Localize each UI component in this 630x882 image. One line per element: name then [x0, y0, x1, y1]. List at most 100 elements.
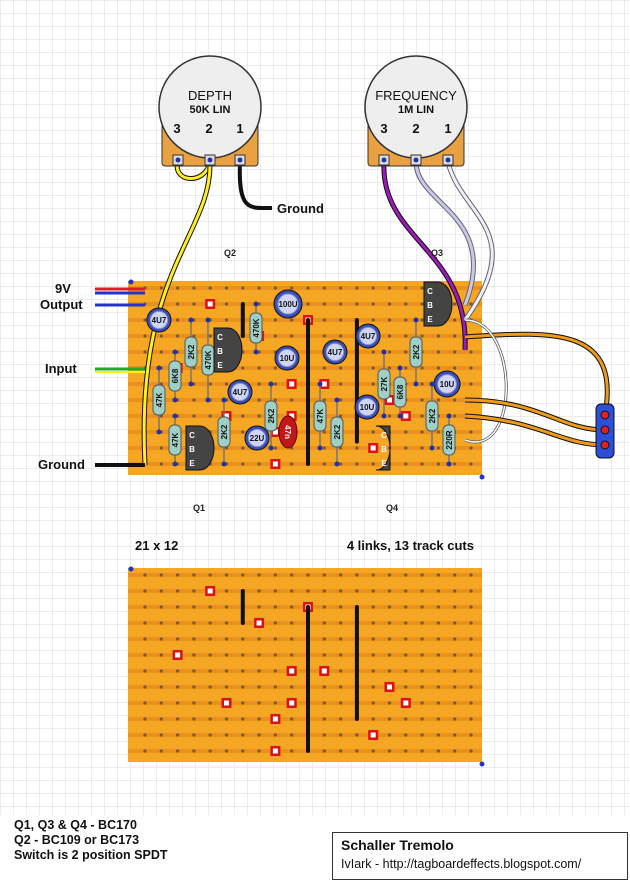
- resistor-label: 47K: [171, 432, 180, 447]
- track-cut-center: [207, 588, 213, 594]
- board-hole: [339, 605, 343, 609]
- wire-depth-ground: [237, 161, 273, 211]
- board-hole: [257, 286, 261, 290]
- board-hole: [241, 749, 245, 753]
- board-hole: [420, 334, 424, 338]
- board-hole: [387, 366, 392, 370]
- pot-depth: DEPTH 50K LIN 3 2 1: [158, 55, 262, 167]
- board-hole: [371, 621, 375, 625]
- board-hole: [436, 430, 440, 434]
- board-stats: 4 links, 13 track cuts: [347, 538, 474, 553]
- board-hole: [176, 573, 180, 577]
- board-hole: [273, 669, 277, 673]
- board-hole: [273, 398, 277, 402]
- board-hole: [371, 717, 375, 721]
- transistor-body: [213, 327, 243, 373]
- board-hole: [371, 685, 375, 689]
- board-hole: [241, 669, 245, 673]
- board-hole: [208, 382, 212, 386]
- board-hole: [273, 653, 277, 657]
- board-hole: [436, 701, 440, 705]
- board-hole: [290, 637, 294, 641]
- board-hole: [159, 653, 163, 657]
- board-hole: [355, 302, 359, 306]
- board-hole: [355, 462, 359, 466]
- board-hole: [404, 334, 408, 338]
- board-hole: [404, 302, 408, 306]
- solder-point: [172, 461, 178, 467]
- board-hole: [339, 573, 343, 577]
- board-hole: [453, 366, 457, 370]
- board-hole: [143, 334, 147, 338]
- board-hole: [192, 701, 196, 705]
- board-hole: [273, 637, 277, 641]
- board-hole: [241, 430, 245, 434]
- board-hole: [469, 382, 473, 386]
- label-q2: Q2: [224, 248, 236, 258]
- board-hole: [273, 605, 277, 609]
- solder-point: [188, 317, 194, 323]
- board-hole: [241, 653, 245, 657]
- pot-frequency-pin2: 2: [412, 121, 419, 136]
- board-hole: [469, 637, 473, 641]
- board-hole: [436, 605, 440, 609]
- board-hole: [469, 350, 473, 354]
- board-hole: [387, 286, 392, 290]
- solder-point: [221, 461, 227, 467]
- track-cut-center: [370, 445, 376, 451]
- board-hole: [387, 717, 392, 721]
- board-hole: [371, 430, 375, 434]
- resistor-label: 27K: [380, 376, 389, 391]
- board-hole: [453, 733, 457, 737]
- solder-point: [205, 397, 211, 403]
- copper-track: [128, 701, 482, 705]
- board-hole: [143, 685, 147, 689]
- board-hole: [208, 621, 212, 625]
- board-hole: [371, 366, 375, 370]
- pot-frequency: FREQUENCY 1M LIN 3 2 1: [364, 55, 468, 167]
- solder-point: [334, 461, 340, 467]
- solder-point: [205, 317, 211, 323]
- board-hole: [192, 717, 196, 721]
- resistor-label: 2K2: [267, 408, 276, 423]
- board-hole: [371, 749, 375, 753]
- board-hole: [453, 350, 457, 354]
- board-hole: [306, 573, 310, 577]
- label-input: Input: [45, 361, 77, 376]
- board-hole: [176, 701, 180, 705]
- resistor-6k8: [393, 376, 407, 408]
- board-hole: [387, 334, 392, 338]
- board-hole: [143, 350, 147, 354]
- capacitor-top: [437, 374, 457, 394]
- capacitor-47n: [278, 415, 298, 449]
- board-hole: [143, 701, 147, 705]
- board-hole: [436, 717, 440, 721]
- transistor: CBE: [423, 281, 453, 327]
- board-hole: [322, 573, 326, 577]
- board-hole: [176, 621, 180, 625]
- solder-point: [381, 413, 387, 419]
- capacitor-label: 4U7: [152, 316, 167, 325]
- board-hole: [290, 653, 294, 657]
- board-hole: [208, 286, 212, 290]
- board-hole: [469, 701, 473, 705]
- board-hole: [355, 446, 359, 450]
- board-hole: [420, 318, 424, 322]
- copper-track: [128, 350, 482, 354]
- resistor-2k2: [425, 400, 439, 432]
- board-hole: [420, 669, 424, 673]
- board-hole: [290, 398, 294, 402]
- board-hole: [159, 621, 163, 625]
- resistor-label: 2K2: [412, 344, 421, 359]
- board-hole: [208, 573, 212, 577]
- board-hole: [404, 366, 408, 370]
- board-hole: [420, 701, 424, 705]
- board-hole: [208, 717, 212, 721]
- copper-track: [128, 414, 482, 418]
- board-hole: [453, 717, 457, 721]
- board-hole: [192, 286, 196, 290]
- transistor-pin-label: C: [189, 431, 195, 440]
- board-hole: [420, 430, 424, 434]
- board-hole: [339, 462, 343, 466]
